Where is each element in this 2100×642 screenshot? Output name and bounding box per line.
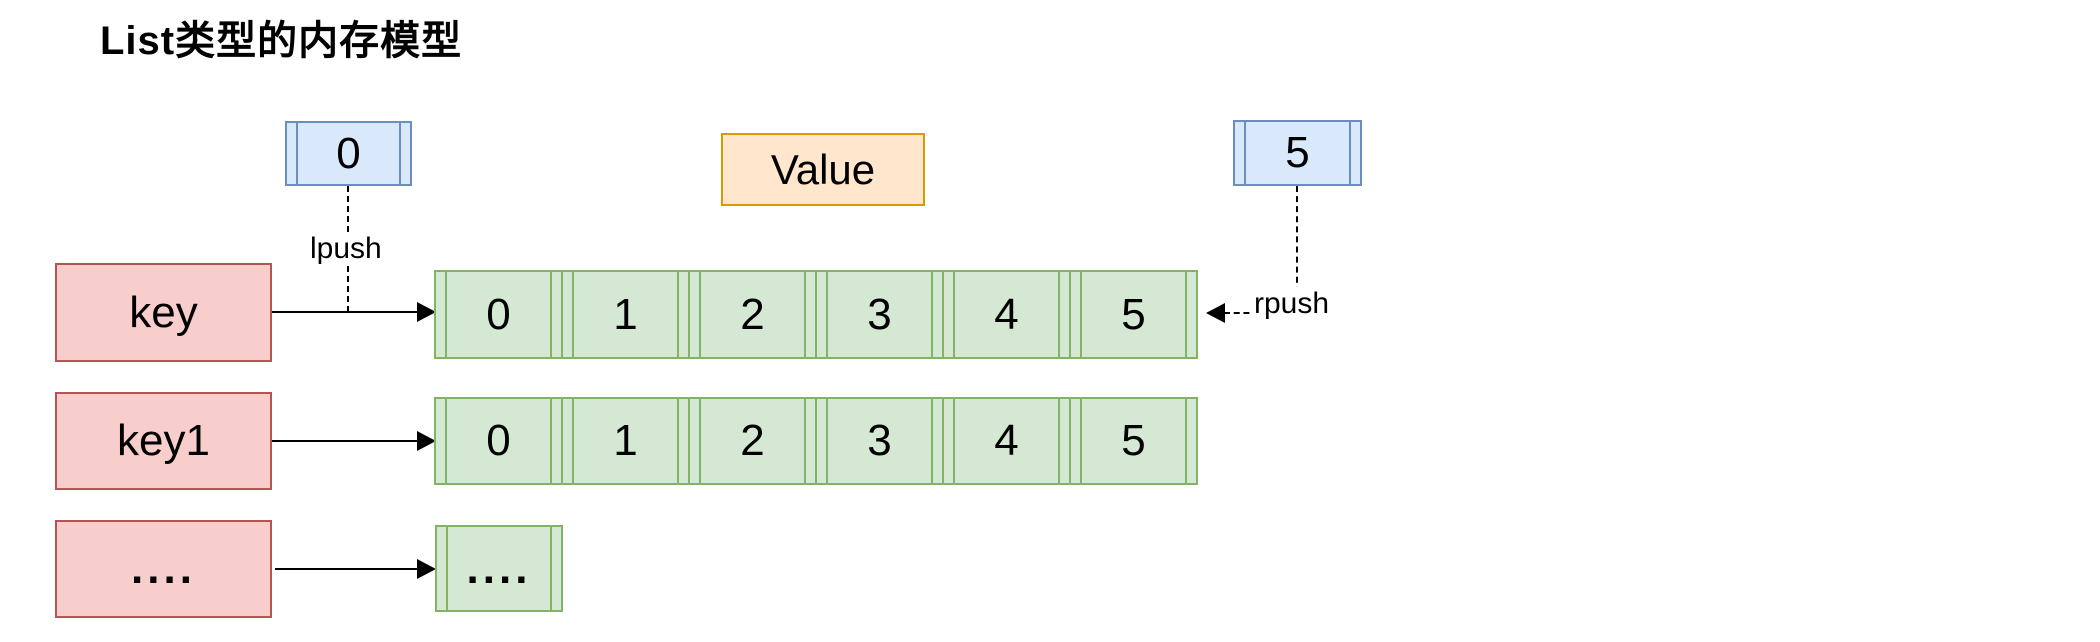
list-cell: 3 xyxy=(815,270,944,359)
cell-value: 0 xyxy=(486,289,511,339)
rpush-dashed-line-vertical xyxy=(1296,186,1298,313)
cell-value: 2 xyxy=(740,416,765,465)
value-header-label: Value xyxy=(770,145,876,193)
cell-value: 4 xyxy=(994,416,1019,465)
list-cell: 4 xyxy=(942,270,1071,359)
key-box-key1: key1 xyxy=(55,392,272,490)
list-cell: 5 xyxy=(1069,397,1198,485)
list-cell: 1 xyxy=(561,397,690,485)
cell-value: 3 xyxy=(867,289,892,339)
lpush-arg-value: 0 xyxy=(336,128,361,178)
cell-value: 3 xyxy=(867,416,892,465)
arrow-key-to-list-head-icon xyxy=(417,302,436,322)
cell-value: 4 xyxy=(994,289,1019,339)
arrow-key1-to-list-head-icon xyxy=(417,431,436,451)
cell-value: 5 xyxy=(1121,416,1146,465)
arrow-key-to-list-line xyxy=(272,311,419,313)
cell-value: 1 xyxy=(613,416,638,465)
cell-value: 1 xyxy=(613,289,638,339)
key-box-key: key xyxy=(55,263,272,362)
cell-value: 5 xyxy=(1121,289,1146,339)
arrow-ellipsis-to-list-line xyxy=(275,568,419,570)
lpush-label: lpush xyxy=(306,232,386,265)
ellipsis-key-label: .... xyxy=(131,544,196,593)
list-cell: 2 xyxy=(688,270,817,359)
list-cell-ellipsis: .... xyxy=(435,525,563,612)
list-cell: 2 xyxy=(688,397,817,485)
key1-label: key1 xyxy=(117,416,210,465)
key-label: key xyxy=(129,287,198,337)
list-cell: 0 xyxy=(434,397,563,485)
rpush-label: rpush xyxy=(1250,287,1334,320)
cell-value: 0 xyxy=(486,416,511,465)
cell-value: 2 xyxy=(740,289,765,339)
list-row-key: 0 1 2 3 4 5 xyxy=(434,270,1198,359)
cell-value: .... xyxy=(466,543,532,593)
list-cell: 0 xyxy=(434,270,563,359)
rpush-arg-value: 5 xyxy=(1285,128,1310,177)
rpush-arg-box: 5 xyxy=(1233,120,1362,186)
list-row-key1: 0 1 2 3 4 5 xyxy=(434,397,1198,485)
arrow-ellipsis-to-list-head-icon xyxy=(417,559,436,579)
rpush-arrowhead-icon xyxy=(1206,303,1225,323)
list-cell: 5 xyxy=(1069,270,1198,359)
arrow-key1-to-list-line xyxy=(272,440,419,442)
key-box-ellipsis: .... xyxy=(55,520,272,618)
diagram-title: List类型的内存模型 xyxy=(100,19,463,63)
list-cell: 4 xyxy=(942,397,1071,485)
lpush-arg-box: 0 xyxy=(285,121,412,186)
list-cell: 3 xyxy=(815,397,944,485)
value-header-box: Value xyxy=(721,133,925,206)
list-cell: 1 xyxy=(561,270,690,359)
